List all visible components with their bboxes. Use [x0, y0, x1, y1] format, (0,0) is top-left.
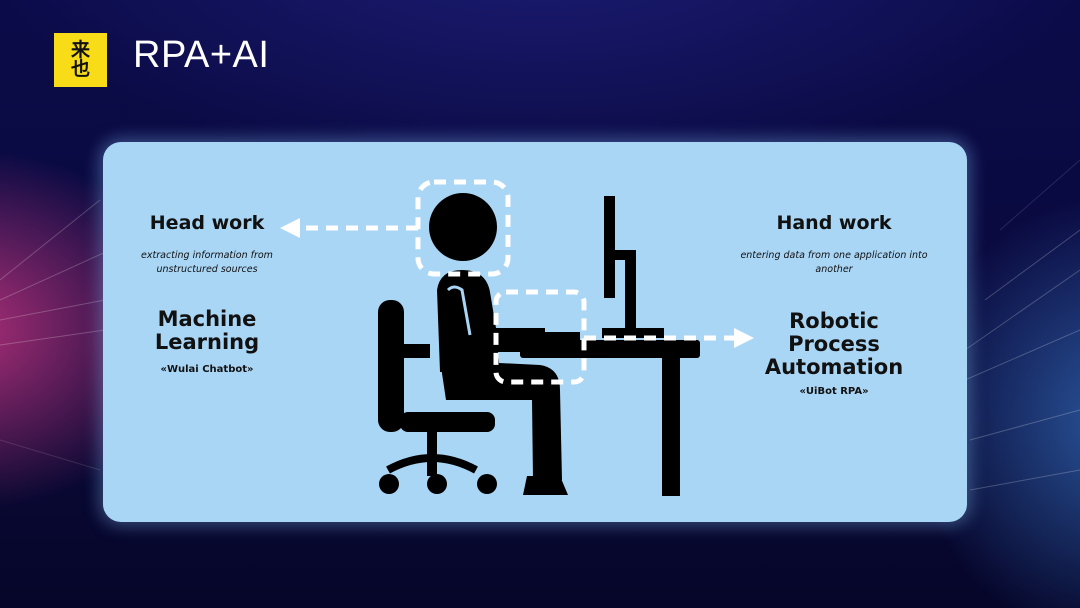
robotic-process-automation-title: Robotic Process Automation	[748, 310, 920, 379]
head-work-description-line1: extracting information from	[141, 250, 273, 261]
rpa-line2: Process	[788, 332, 880, 356]
machine-learning-line2: Learning	[154, 330, 260, 354]
office-chair-icon	[378, 300, 497, 494]
rpa-line3: Automation	[764, 355, 904, 379]
head-work-title: Head work	[149, 212, 265, 234]
computer-monitor-icon	[540, 196, 664, 340]
hands-highlight-box	[493, 289, 587, 385]
machine-learning-line1: Machine	[157, 307, 257, 331]
machine-learning-title: Machine Learning	[112, 308, 302, 354]
brand-logo: 来 也	[54, 33, 107, 87]
slide-title: RPA+AI	[133, 34, 270, 76]
person-silhouette	[429, 193, 568, 495]
arrow-left-icon	[280, 218, 418, 238]
rpa-line1: Robotic	[789, 309, 879, 333]
wulai-chatbot-label: «Wulai Chatbot»	[160, 364, 254, 375]
hand-work-description: entering data from one application into …	[740, 249, 928, 277]
hand-work-description-line2: another	[815, 264, 853, 275]
arrow-right-icon	[584, 328, 754, 348]
hand-work-description-line1: entering data from one application into	[740, 250, 928, 261]
uibot-rpa-label: «UiBot RPA»	[799, 386, 869, 397]
hand-work-title: Hand work	[776, 212, 892, 234]
desk-icon	[520, 340, 700, 496]
head-work-description: extracting information from unstructured…	[122, 249, 292, 277]
logo-char-bottom: 也	[70, 58, 90, 80]
head-work-description-line2: unstructured sources	[156, 264, 258, 275]
logo-char-top: 来	[70, 39, 90, 61]
